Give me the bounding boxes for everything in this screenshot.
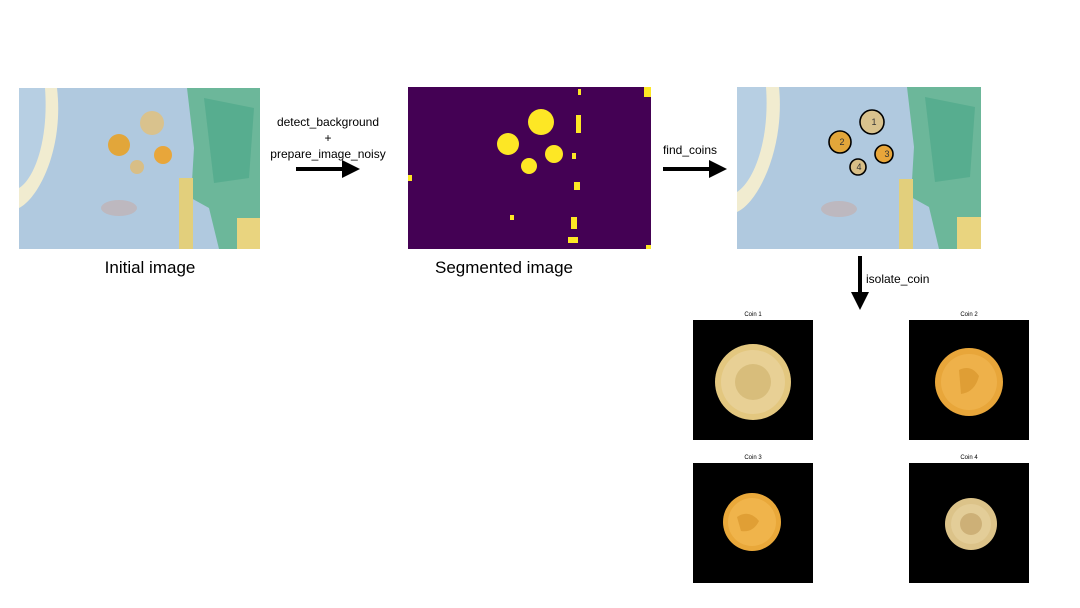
step-detect-background-label: detect_background bbox=[276, 115, 380, 129]
step-find-coins-label: find_coins bbox=[662, 143, 718, 157]
segmented-image-caption: Segmented image bbox=[435, 258, 573, 277]
coin-2-title: Coin 2 bbox=[960, 312, 978, 318]
coin-3-image bbox=[693, 463, 813, 583]
initial-image bbox=[19, 88, 260, 249]
arrow-right-icon bbox=[296, 160, 362, 178]
coin-1-title: Coin 1 bbox=[744, 312, 762, 318]
step-isolate-coin-label: isolate_coin bbox=[866, 272, 930, 286]
coin-2-image bbox=[909, 320, 1029, 440]
coin-4-image bbox=[909, 463, 1029, 583]
coin-1-image bbox=[693, 320, 813, 440]
coin-number-label: 3 bbox=[884, 149, 889, 159]
initial-image-caption: Initial image bbox=[104, 258, 196, 277]
found-coins-image: 1 2 3 4 bbox=[737, 87, 981, 249]
initial-image-art bbox=[19, 88, 260, 249]
segmented-image-art bbox=[408, 87, 651, 249]
arrow-down-icon bbox=[851, 256, 869, 312]
detected-coins: 1 2 3 4 bbox=[828, 109, 894, 176]
coin-number-label: 1 bbox=[871, 117, 876, 127]
coin-number-label: 2 bbox=[839, 137, 844, 147]
step-plus-label: + bbox=[324, 131, 332, 145]
segmented-image bbox=[408, 87, 651, 249]
coin-number-label: 4 bbox=[856, 162, 861, 172]
found-coins-art: 1 2 3 4 bbox=[737, 87, 981, 249]
coin-3-title: Coin 3 bbox=[744, 455, 762, 461]
initial-coins bbox=[108, 111, 172, 174]
arrow-right-icon bbox=[663, 160, 729, 178]
coin-4-title: Coin 4 bbox=[960, 455, 978, 461]
step-prepare-image-noisy-label: prepare_image_noisy bbox=[270, 147, 386, 161]
